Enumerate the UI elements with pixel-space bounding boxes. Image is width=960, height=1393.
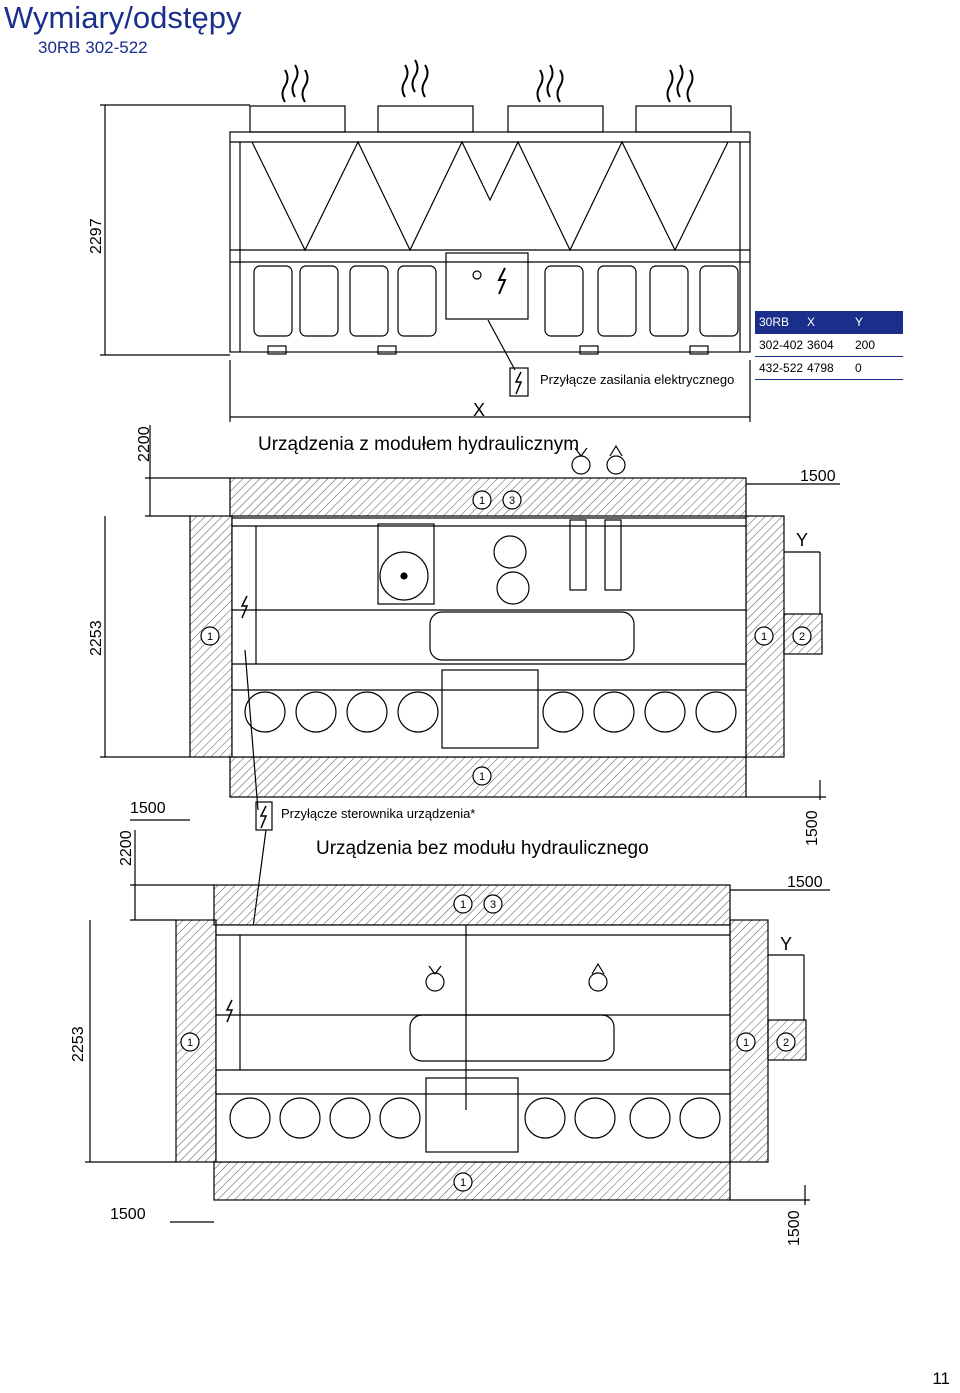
section-heading-without-module: Urządzenia bez modułu hydraulicznego [316, 838, 649, 859]
dim-depth: 2253 [70, 1026, 87, 1062]
marker-3: 3 [509, 495, 515, 507]
table-row: 432-522 4798 0 [755, 357, 903, 380]
dim-left-bottom: 1500 [110, 1206, 146, 1223]
table-row: 302-402 3604 200 [755, 334, 903, 357]
water-outlet-icon [606, 444, 626, 475]
dim-right-top: 1500 [800, 468, 836, 485]
fan-icon [249, 105, 732, 133]
marker-1: 1 [187, 1037, 193, 1049]
plan-without-module [85, 830, 830, 1223]
hot-air-icon [281, 59, 694, 103]
front-elevation [100, 59, 751, 422]
dim-left-bottom: 1500 [130, 800, 166, 817]
water-inlet-icon [571, 447, 591, 475]
marker-circles [180, 490, 812, 1192]
model-range: 30RB 302-522 [38, 38, 148, 57]
dimension-table: 30RB X Y 302-402 3604 200 432-522 4798 0 [755, 311, 903, 380]
marker-2: 2 [799, 631, 805, 643]
page-title: Wymiary/odstępy [4, 0, 242, 35]
pump-icon [379, 551, 429, 601]
table-cell: 432-522 [759, 361, 804, 375]
marker-1: 1 [207, 631, 213, 643]
dim-y: Y [796, 530, 809, 550]
dim-top-clearance: 2200 [118, 830, 135, 866]
table-cell: 302-402 [759, 338, 804, 352]
table-header: 30RB X Y [755, 311, 903, 334]
marker-1: 1 [479, 495, 485, 507]
marker-1: 1 [460, 899, 466, 911]
table-cell: 0 [855, 361, 862, 375]
marker-2: 2 [783, 1037, 789, 1049]
height-dim: 2297 [88, 218, 105, 254]
table-header-cell: 30RB [759, 315, 790, 329]
section-heading-with-module: Urządzenia z modułem hydraulicznym [258, 434, 580, 455]
compressor-icon [253, 265, 739, 337]
dim-depth: 2253 [88, 620, 105, 656]
dim-right-bottom: 1500 [786, 1210, 803, 1246]
plan-with-module [100, 425, 840, 1026]
electric-bolt-icon [240, 595, 249, 619]
page-number: 11 [932, 1369, 950, 1388]
marker-3: 3 [490, 899, 496, 911]
marker-1: 1 [761, 631, 767, 643]
table-cell: 3604 [807, 338, 834, 352]
dim-right-top: 1500 [787, 874, 823, 891]
width-dim-x: X [473, 400, 486, 420]
table-cell: 200 [855, 338, 876, 352]
marker-1: 1 [460, 1177, 466, 1189]
table-header-cell: X [807, 315, 816, 329]
table-header-cell: Y [855, 315, 864, 329]
dim-top-clearance: 2200 [136, 426, 153, 462]
marker-1: 1 [743, 1037, 749, 1049]
controller-connection-label: Przyłącze sterownika urządzenia* [281, 806, 476, 821]
dim-y: Y [780, 934, 793, 954]
dim-right-bottom: 1500 [804, 810, 821, 846]
power-connection-label: Przyłącze zasilania elektrycznego [540, 372, 735, 387]
table-cell: 4798 [807, 361, 834, 375]
marker-1: 1 [479, 771, 485, 783]
